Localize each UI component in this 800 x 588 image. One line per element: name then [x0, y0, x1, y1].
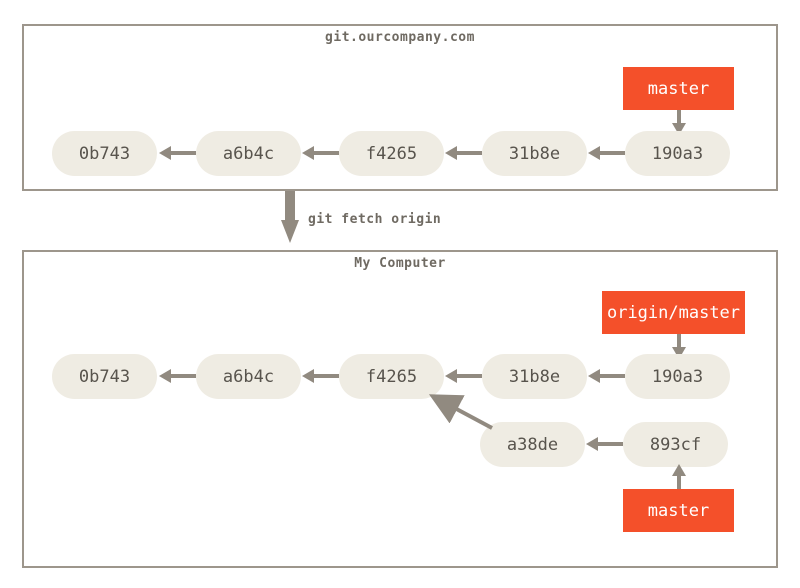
arrow-a6b4c-to-0b743-remote: [159, 146, 196, 160]
fetch-transition-arrow: [281, 191, 299, 243]
remote-panel-title: git.ourcompany.com: [325, 30, 475, 45]
branch-label-master-remote[interactable]: master: [623, 67, 734, 110]
arrow-a6b4c-to-0b743-local: [159, 369, 196, 383]
commit-node-31b8e-remote[interactable]: 31b8e: [482, 131, 587, 176]
fetch-command-label: git fetch origin: [308, 212, 442, 227]
commit-node-f4265-local[interactable]: f4265: [339, 354, 444, 399]
commit-node-190a3-local[interactable]: 190a3: [625, 354, 730, 399]
commit-node-31b8e-local[interactable]: 31b8e: [482, 354, 587, 399]
arrow-master-to-190a3-remote: [672, 110, 686, 135]
local-panel-title: My Computer: [354, 256, 446, 271]
commit-node-893cf[interactable]: 893cf: [623, 422, 728, 467]
commit-node-0b743-local[interactable]: 0b743: [52, 354, 157, 399]
arrow-190a3-to-31b8e-remote: [588, 146, 625, 160]
arrow-origin-master-to-190a3: [672, 334, 686, 359]
commit-node-0b743-remote[interactable]: 0b743: [52, 131, 157, 176]
fetch-arrow-shaft: [285, 191, 295, 221]
remote-repository-panel: [22, 24, 778, 191]
arrow-31b8e-to-f4265-local: [445, 369, 482, 383]
arrow-f4265-to-a6b4c-local: [302, 369, 339, 383]
local-repository-panel: [22, 250, 778, 568]
commit-node-190a3-remote[interactable]: 190a3: [625, 131, 730, 176]
commit-node-a6b4c-remote[interactable]: a6b4c: [196, 131, 301, 176]
commit-node-a38de[interactable]: a38de: [480, 422, 585, 467]
commit-node-f4265-remote[interactable]: f4265: [339, 131, 444, 176]
arrow-190a3-to-31b8e-local: [588, 369, 625, 383]
commit-node-a6b4c-local[interactable]: a6b4c: [196, 354, 301, 399]
fetch-arrow-head: [281, 220, 299, 243]
arrow-f4265-to-a6b4c-remote: [302, 146, 339, 160]
arrow-master-to-893cf: [672, 464, 686, 489]
arrow-31b8e-to-f4265-remote: [445, 146, 482, 160]
branch-label-master-local[interactable]: master: [623, 489, 734, 532]
arrow-893cf-to-a38de: [586, 437, 623, 451]
branch-label-origin-master[interactable]: origin/master: [602, 291, 745, 334]
